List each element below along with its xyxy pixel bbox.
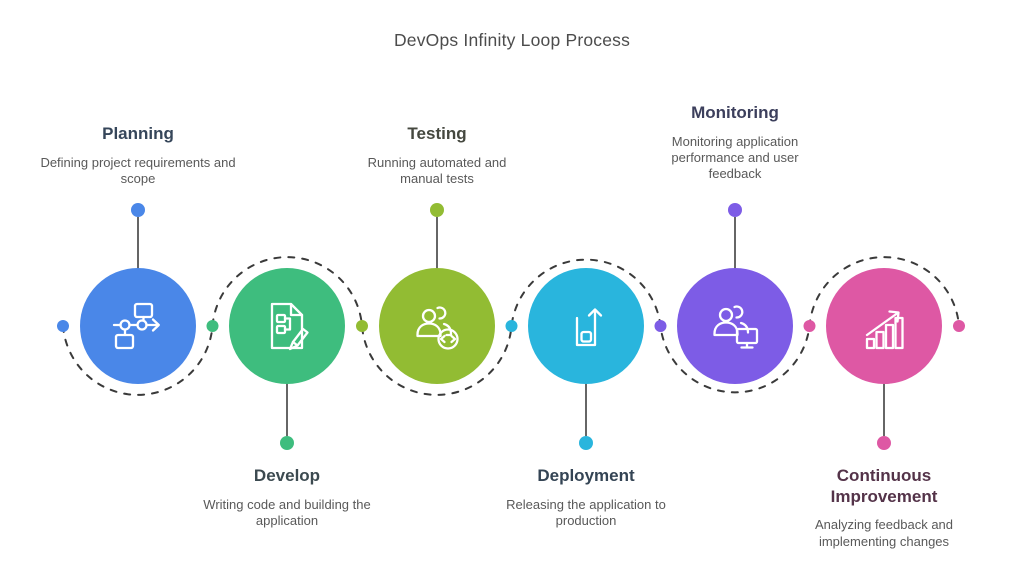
stage-label-testing: Testing Running automated and manual tes… xyxy=(355,124,520,187)
box-upload-icon xyxy=(575,308,603,347)
stage-title: Planning xyxy=(102,124,174,143)
stage-label-deployment: Deployment Releasing the application to … xyxy=(494,466,679,529)
page-title: DevOps Infinity Loop Process xyxy=(393,30,631,50)
loop-dot-5 xyxy=(654,320,667,332)
stage-label-monitoring: Monitoring Monitoring application perfor… xyxy=(658,103,813,182)
loop-dot-2 xyxy=(206,320,219,332)
stage-description: Monitoring application performance and u… xyxy=(671,133,799,182)
stage-description: Writing code and building the applicatio… xyxy=(203,496,371,528)
stage-title: Testing xyxy=(407,124,467,143)
stage-circle-continuous-improvement xyxy=(826,268,942,384)
stage-circle-deployment xyxy=(528,268,644,384)
stage-title: Deployment xyxy=(537,466,635,485)
stage-label-continuous-improvement: Continuous Improvement Analyzing feedbac… xyxy=(802,466,967,550)
label-dot-monitoring xyxy=(728,203,742,217)
stage-description: Defining project requirements and scope xyxy=(40,154,236,186)
stage-circle-develop xyxy=(229,268,345,384)
stage-label-planning: Planning Defining project requirements a… xyxy=(38,124,238,187)
stage-title: Develop xyxy=(253,466,321,485)
stage-description: Releasing the application to production xyxy=(506,496,666,528)
label-dot-continuous-improvement xyxy=(877,436,891,450)
label-dot-deployment xyxy=(579,436,593,450)
users-code-icon xyxy=(416,306,459,350)
users-monitor-icon xyxy=(713,305,759,349)
stage-description: Running automated and manual tests xyxy=(367,154,507,186)
label-dot-testing xyxy=(430,203,444,217)
loop-dot-7 xyxy=(953,320,965,332)
stage-title: Continuous Improvement xyxy=(830,466,938,506)
document-edit-icon xyxy=(270,302,309,351)
growth-chart-icon xyxy=(865,310,904,350)
loop-dot-6 xyxy=(803,320,816,332)
stage-description: Analyzing feedback and implementing chan… xyxy=(814,517,954,549)
stage-label-develop: Develop Writing code and building the ap… xyxy=(190,466,385,529)
stage-title: Monitoring xyxy=(691,103,779,122)
loop-dot-1 xyxy=(57,320,69,332)
label-dot-planning xyxy=(131,203,145,217)
label-dot-develop xyxy=(280,436,294,450)
loop-dot-4 xyxy=(505,320,518,332)
loop-dot-3 xyxy=(356,320,368,332)
workflow-icon xyxy=(112,302,160,350)
